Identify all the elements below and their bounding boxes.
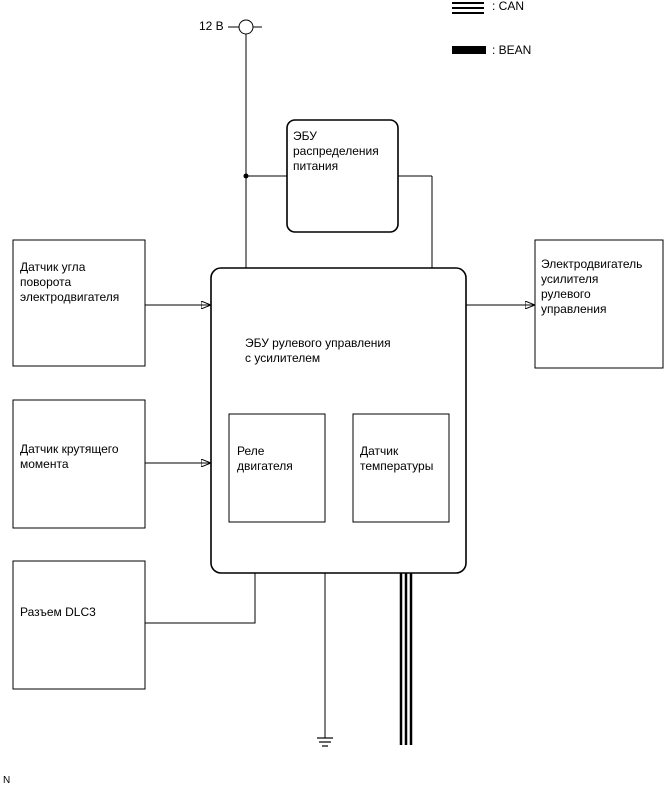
power-ecu-label: ЭБУ распределения питания xyxy=(293,129,379,173)
angle-sensor-box xyxy=(12,239,146,367)
can-bus-lines xyxy=(399,573,413,745)
legend-bean-label: : BEAN xyxy=(492,43,532,57)
torque-sensor-label: Датчик крутящего момента xyxy=(20,442,119,471)
motor-relay-box xyxy=(228,413,326,523)
eps-ecu-label: ЭБУ рулевого управления с усилителем xyxy=(245,336,391,365)
dlc3-box xyxy=(12,560,146,690)
power-ecu-box xyxy=(286,119,399,233)
angle-sensor-label: Датчик угла поворота электродвигателя xyxy=(20,260,120,304)
motor-relay-label: Реле двигателя xyxy=(237,444,293,473)
motor-label: Электродвигатель усилителя рулевого упра… xyxy=(541,257,643,316)
junction-dot xyxy=(243,173,249,179)
dlc3-line xyxy=(145,573,256,624)
legend-can-symbol xyxy=(452,2,484,14)
ground-symbol xyxy=(317,573,333,747)
motor-box xyxy=(534,239,664,369)
power-wiring xyxy=(243,34,433,268)
dlc3-label: Разъем DLC3 xyxy=(20,605,96,619)
temp-sensor-box xyxy=(352,413,450,523)
figure-code: N xyxy=(3,775,11,786)
power-terminal-symbol xyxy=(228,19,262,35)
legend-can-label: : CAN xyxy=(492,0,525,13)
power-label: 12 В xyxy=(199,19,224,33)
torque-sensor-box xyxy=(12,399,146,529)
legend-bean-symbol xyxy=(452,46,486,54)
temp-sensor-label: Датчик температуры xyxy=(360,444,434,473)
